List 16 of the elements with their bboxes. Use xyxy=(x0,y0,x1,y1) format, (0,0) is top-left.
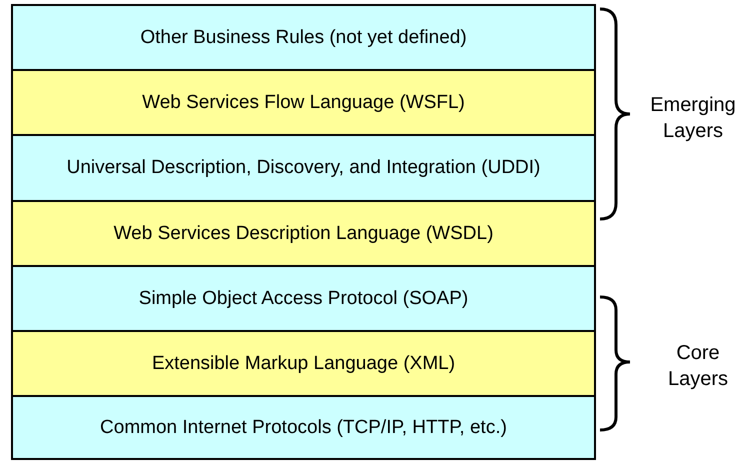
layer-band xyxy=(11,69,596,136)
layer-name: Simple Object Access Protocol (SOAP) xyxy=(138,286,468,310)
layer-band xyxy=(11,265,596,332)
group-label: Core Layers xyxy=(666,341,730,392)
layer-name: Other Business Rules (not yet defined) xyxy=(140,26,467,50)
group-label: Emerging Layers xyxy=(649,93,737,144)
layer-band xyxy=(11,200,596,267)
layer-band xyxy=(11,134,596,202)
layer-name: Common Internet Protocols (TCP/IP, HTTP, etc.) xyxy=(100,416,507,440)
layer-name: Universal Description, Discovery, and Integration (UDDI) xyxy=(66,156,540,180)
layer-name: Web Services Description Language (WSDL) xyxy=(114,222,494,246)
layer-band xyxy=(11,330,596,397)
layer-band xyxy=(11,395,596,460)
layer-name: Extensible Markup Language (XML) xyxy=(152,352,456,376)
layer-name: Web Services Flow Language (WSFL) xyxy=(142,90,465,114)
layer-band xyxy=(11,4,596,71)
